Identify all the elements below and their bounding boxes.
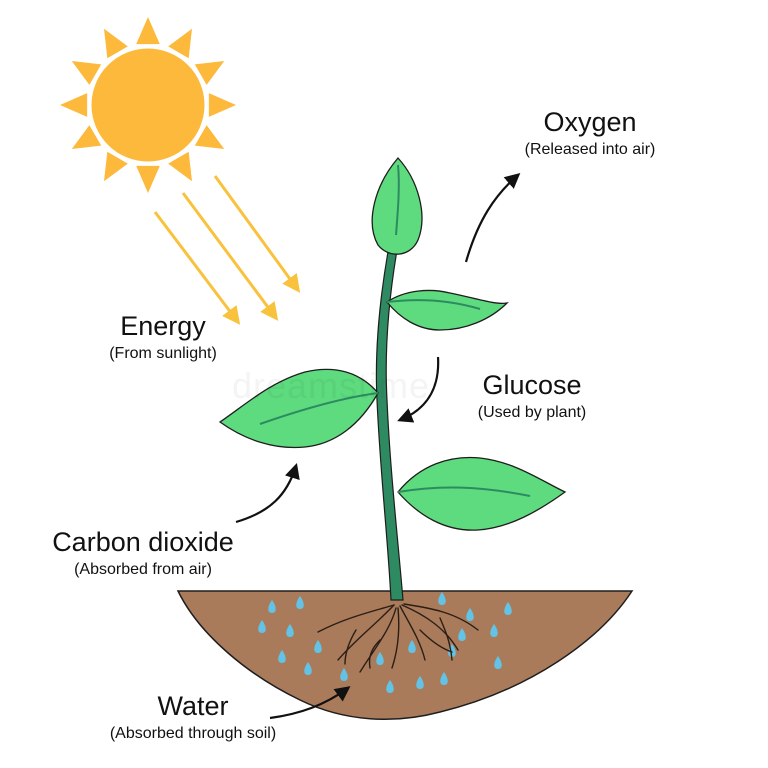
water-drop-icon <box>408 640 416 653</box>
water-drops <box>258 592 512 693</box>
sun-ray <box>71 125 102 149</box>
roots <box>317 603 479 673</box>
sun-ray <box>104 28 128 59</box>
water-drop-icon <box>458 628 466 641</box>
sun-ray <box>71 61 102 85</box>
carbon-dioxide-label: Carbon dioxide (Absorbed from air) <box>52 527 234 580</box>
water-drop-icon <box>490 624 498 637</box>
energy-label: Energy (From sunlight) <box>109 311 217 364</box>
water-drop-icon <box>296 596 304 609</box>
leaf-middle-left <box>218 368 379 449</box>
glucose-title: Glucose <box>482 370 582 400</box>
sun-ray <box>208 93 236 117</box>
leaf-upper-right <box>386 289 509 331</box>
sun-ray <box>136 165 160 193</box>
sun-ray <box>104 151 128 182</box>
water-drop-icon <box>304 662 312 675</box>
glucose-subtitle: (Used by plant) <box>477 404 587 421</box>
leaf-lower-right <box>397 456 567 531</box>
water-drop-icon <box>494 656 502 669</box>
water-drop-icon <box>386 680 394 693</box>
leaf-top <box>371 157 423 255</box>
water-drop-icon <box>466 608 474 621</box>
sun-ray <box>194 61 225 85</box>
water-drop-icon <box>438 592 446 605</box>
glucose-label: Glucose (Used by plant) <box>478 370 587 423</box>
water-drop-icon <box>340 668 348 681</box>
water-drop-icon <box>268 600 276 613</box>
oxygen-label: Oxygen (Released into air) <box>525 107 656 160</box>
water-drop-icon <box>286 624 294 637</box>
water-drop-icon <box>504 602 512 615</box>
oxygen-title: Oxygen <box>543 107 637 137</box>
plant-stem <box>375 224 404 601</box>
soil-mound <box>176 590 634 721</box>
watermark: dreamstime <box>232 365 430 407</box>
water-drop-icon <box>258 620 266 633</box>
water-drop-icon <box>416 676 424 689</box>
energy-subtitle: (From sunlight) <box>109 345 217 362</box>
sun-ray <box>60 93 88 117</box>
sunlight-rays-icon <box>153 175 301 325</box>
sun-ray <box>194 125 225 149</box>
sun-ray <box>136 17 160 45</box>
energy-title: Energy <box>120 311 206 341</box>
water-subtitle: (Absorbed through soil) <box>109 725 277 742</box>
oxygen-subtitle: (Released into air) <box>524 141 656 158</box>
water-drop-icon <box>278 650 286 663</box>
carbon-dioxide-subtitle: (Absorbed from air) <box>74 561 212 578</box>
carbon-dioxide-title: Carbon dioxide <box>52 527 234 557</box>
sun-ray <box>168 28 192 59</box>
water-label: Water (Absorbed through soil) <box>110 691 276 744</box>
sun-icon <box>60 17 236 193</box>
water-arrow-icon <box>269 686 351 720</box>
glucose-arrow-icon <box>397 356 440 423</box>
oxygen-arrow-icon <box>464 172 521 263</box>
water-title: Water <box>157 691 229 721</box>
sun-ray <box>168 151 192 182</box>
water-drop-icon <box>440 672 448 685</box>
carbon-dioxide-arrow-icon <box>235 463 300 524</box>
water-drop-icon <box>376 652 384 665</box>
water-drop-icon <box>314 640 322 653</box>
